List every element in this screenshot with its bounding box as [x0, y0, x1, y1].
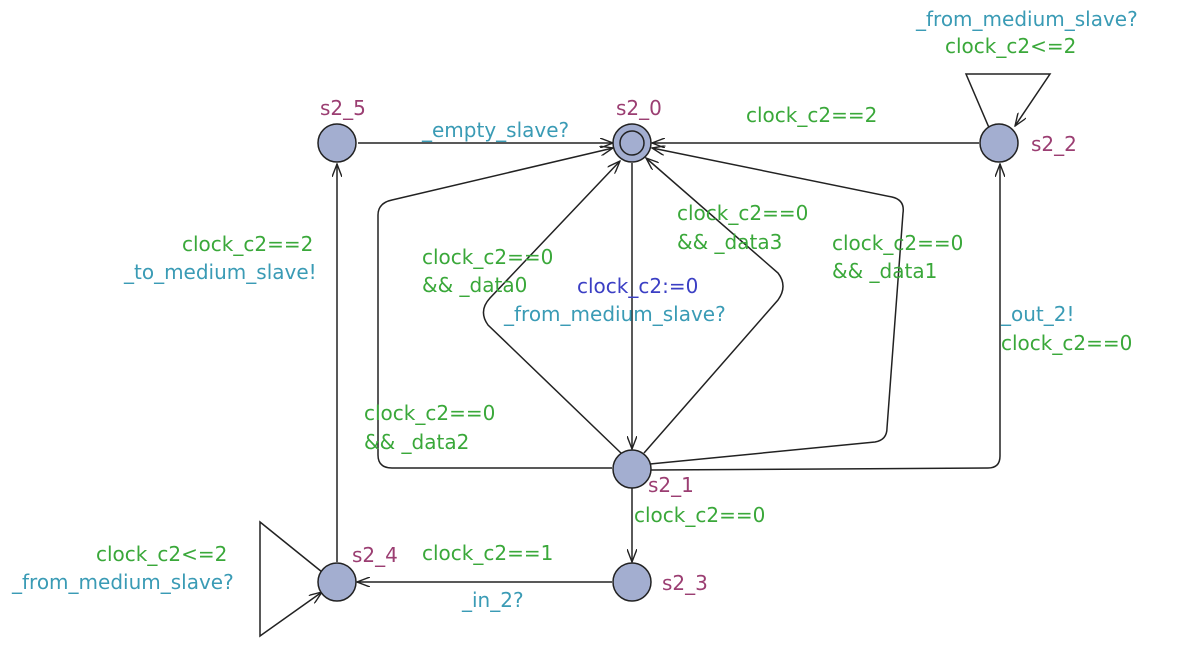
- guard-label-s2_1-to-s2_2: clock_c2==0: [1001, 331, 1132, 355]
- state-label-s2_0: s2_0: [616, 96, 662, 120]
- state-s2_3[interactable]: [612, 562, 652, 602]
- guard-label-s2_4-loop: clock_c2<=2: [96, 542, 227, 566]
- guard-label-data0-line2: && _data0: [422, 273, 527, 297]
- state-s2_0-initial-ring: [619, 130, 645, 156]
- edge-s2_1-to-s2_0-data2[interactable]: [377, 148, 613, 469]
- guard-label-s2_3-to-s2_4: clock_c2==1: [422, 541, 553, 565]
- state-label-s2_4: s2_4: [352, 543, 398, 567]
- edge-s2_2-self-loop[interactable]: [964, 73, 1052, 131]
- sync-label-to-medium-slave: _to_medium_slave!: [123, 260, 317, 284]
- guard-label-data3-line2: && _data3: [677, 230, 782, 254]
- guard-label-data2-line1: clock_c2==0: [364, 401, 495, 425]
- edge-s2_1-to-s2_0-data3[interactable]: [643, 158, 784, 454]
- guard-label-data3-line1: clock_c2==0: [677, 201, 808, 225]
- guard-label-data1-line2: && _data1: [832, 259, 937, 283]
- edge-s2_1-to-s2_0-data1[interactable]: [649, 148, 905, 465]
- guard-label-s2_2-to-s2_0: clock_c2==2: [746, 103, 877, 127]
- sync-label-s2_2-loop: _from_medium_slave?: [915, 7, 1138, 31]
- sync-label-s2_0-to-s2_1: _from_medium_slave?: [503, 302, 726, 326]
- assign-label-s2_0-to-s2_1: clock_c2:=0: [577, 274, 698, 298]
- guard-label-data0-line1: clock_c2==0: [422, 245, 553, 269]
- edge-s2_1-to-s2_0-data0[interactable]: [482, 161, 623, 455]
- guard-label-s2_1-to-s2_3: clock_c2==0: [634, 503, 765, 527]
- state-label-s2_3: s2_3: [662, 571, 708, 595]
- state-label-s2_5: s2_5: [320, 96, 366, 120]
- state-s2_1[interactable]: [612, 449, 652, 489]
- sync-label-s2_4-loop: _from_medium_slave?: [11, 570, 234, 594]
- state-label-s2_1: s2_1: [648, 473, 694, 497]
- sync-label-in-2: _in_2?: [461, 588, 524, 612]
- state-label-s2_2: s2_2: [1031, 132, 1077, 156]
- guard-label-s2_2-loop: clock_c2<=2: [945, 34, 1076, 58]
- guard-label-data2-line2: && _data2: [364, 430, 469, 454]
- guard-label-data1-line1: clock_c2==0: [832, 231, 963, 255]
- guard-label-s2_4-to-s2_5: clock_c2==2: [182, 232, 313, 256]
- edge-s2_1-to-s2_2[interactable]: [650, 164, 1000, 471]
- state-s2_2[interactable]: [979, 123, 1019, 163]
- state-s2_4[interactable]: [317, 562, 357, 602]
- sync-label-out-2: _out_2!: [1000, 302, 1075, 326]
- state-s2_5[interactable]: [317, 123, 357, 163]
- state-s2_0[interactable]: [612, 123, 652, 163]
- sync-label-empty-slave: _empty_slave?: [421, 118, 569, 142]
- edge-s2_4-self-loop[interactable]: [259, 520, 322, 638]
